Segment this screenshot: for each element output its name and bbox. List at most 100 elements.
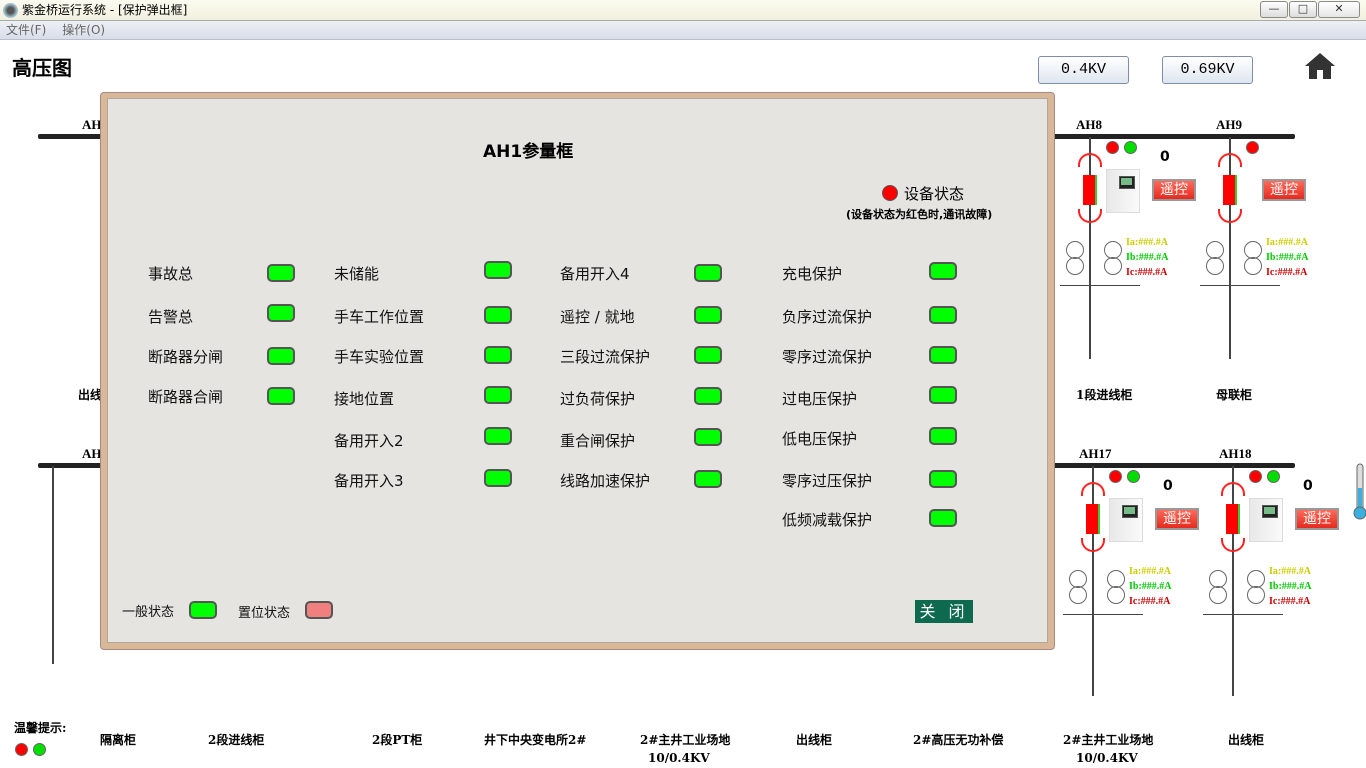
voltage-0-69kv-button[interactable]: 0.69KV	[1162, 56, 1253, 84]
current-ic: Ic:###.#A	[1266, 267, 1308, 278]
signal-label: 手车实验位置	[334, 348, 425, 366]
menu-file[interactable]: 文件(F)	[6, 23, 47, 37]
signal-label: 手车工作位置	[334, 308, 425, 326]
branch-line	[1200, 285, 1280, 286]
menu-bar: 文件(F) 操作(O)	[0, 21, 1366, 40]
protection-popup: AH1参量框 设备状态 (设备状态为红色时,通讯故障) 事故总告警总断路器分闸断…	[100, 92, 1055, 650]
breaker-arc	[1218, 209, 1242, 223]
cabinet-count: 0	[1163, 478, 1173, 494]
signal-label: 备用开入3	[334, 472, 404, 490]
signal-label: 未储能	[334, 265, 380, 283]
current-transformer-icon	[1247, 586, 1265, 604]
signal-label: 备用开入2	[334, 432, 404, 450]
breaker-arc	[1081, 482, 1105, 496]
close-window-button[interactable]: ✕	[1318, 1, 1360, 18]
tip-label: 温馨提示:	[14, 721, 67, 735]
popup-title: AH1参量框	[483, 142, 574, 162]
relay-device-icon	[1249, 498, 1283, 542]
current-ia: Ia:###.#A	[1129, 566, 1171, 577]
current-ib: Ib:###.#A	[1129, 581, 1172, 592]
page-title: 高压图	[12, 56, 72, 80]
current-ia: Ia:###.#A	[1266, 237, 1308, 248]
signal-label: 告警总	[148, 308, 194, 326]
current-transformer-icon	[1069, 586, 1087, 604]
maximize-button[interactable]: □	[1289, 1, 1317, 18]
current-ia: Ia:###.#A	[1269, 566, 1311, 577]
branch-line	[1060, 285, 1140, 286]
signal-indicator	[484, 261, 512, 279]
signal-label: 零序过压保护	[782, 472, 873, 490]
feeder-line	[1229, 137, 1231, 359]
signal-label: 遥控 / 就地	[560, 308, 635, 326]
cabinet-name: 2#主井工业场地	[640, 733, 731, 747]
current-ib: Ib:###.#A	[1266, 252, 1309, 263]
cabinet-name: 母联柜	[1216, 388, 1253, 402]
tip-red-dot	[15, 743, 28, 756]
breaker-arc	[1221, 482, 1245, 496]
feeder-line	[52, 466, 54, 664]
signal-indicator	[694, 428, 722, 446]
remote-control-button[interactable]: 遥控	[1295, 508, 1339, 530]
legend-set-indicator	[305, 601, 333, 619]
signal-label: 负序过流保护	[782, 308, 873, 326]
signal-indicator	[929, 509, 957, 527]
signal-indicator	[694, 306, 722, 324]
status-dot	[1106, 141, 1119, 154]
remote-control-button[interactable]: 遥控	[1262, 179, 1306, 201]
signal-label: 备用开入4	[560, 265, 630, 283]
relay-device-icon	[1109, 498, 1143, 542]
signal-indicator	[267, 347, 295, 365]
cabinet-count: 0	[1303, 478, 1313, 494]
current-transformer-icon	[1244, 257, 1262, 275]
signal-indicator	[484, 386, 512, 404]
cabinet-name: 井下中央变电所2#	[484, 733, 587, 747]
cabinet-sublabel: 10/0.4KV	[1076, 751, 1138, 765]
breaker-arc	[1081, 538, 1105, 552]
breaker-arc	[1218, 153, 1242, 167]
menu-operate[interactable]: 操作(O)	[62, 23, 106, 37]
current-ic: Ic:###.#A	[1126, 267, 1168, 278]
breaker-arc	[1221, 538, 1245, 552]
signal-label: 事故总	[148, 265, 194, 283]
voltage-0-4kv-button[interactable]: 0.4KV	[1038, 56, 1129, 84]
cabinet-id: AH8	[1076, 117, 1102, 132]
signal-indicator	[484, 306, 512, 324]
signal-label: 充电保护	[782, 265, 843, 283]
remote-control-button[interactable]: 遥控	[1152, 179, 1196, 201]
signal-indicator	[929, 262, 957, 280]
signal-label: 低频减载保护	[782, 511, 873, 529]
current-ia: Ia:###.#A	[1126, 237, 1168, 248]
title-bar: 紫金桥运行系统 - [保护弹出框] — □ ✕	[0, 0, 1366, 21]
app-icon	[3, 3, 18, 18]
feeder-line	[1092, 466, 1094, 696]
breaker-arc	[1078, 153, 1102, 167]
legend-normal-indicator	[189, 601, 217, 619]
remote-control-button[interactable]: 遥控	[1155, 508, 1199, 530]
signal-indicator	[484, 346, 512, 364]
signal-label: 过负荷保护	[560, 390, 636, 408]
cabinet-name: 2段PT柜	[372, 733, 423, 747]
popup-body: AH1参量框 设备状态 (设备状态为红色时,通讯故障) 事故总告警总断路器分闸断…	[107, 98, 1048, 643]
cabinet-label: AH	[82, 117, 102, 132]
status-dot	[1249, 470, 1262, 483]
feeder-line	[1232, 466, 1234, 696]
current-ib: Ib:###.#A	[1269, 581, 1312, 592]
signal-indicator	[484, 427, 512, 445]
current-transformer-icon	[1107, 586, 1125, 604]
cabinet-name: 出线柜	[796, 733, 833, 747]
signal-indicator	[929, 427, 957, 445]
status-dot	[1267, 470, 1280, 483]
thermometer-icon	[1353, 463, 1366, 520]
legend-normal-label: 一般状态	[122, 605, 175, 620]
cabinet-name: 出线柜	[1228, 733, 1265, 747]
minimize-button[interactable]: —	[1260, 1, 1288, 18]
branch-line	[1203, 614, 1283, 615]
cabinet-name: 隔离柜	[100, 733, 137, 747]
current-ib: Ib:###.#A	[1126, 252, 1169, 263]
current-transformer-icon	[1104, 257, 1122, 275]
home-icon[interactable]	[1303, 51, 1337, 81]
close-popup-button[interactable]: 关 闭	[915, 600, 973, 623]
cabinet-name: 2段进线柜	[208, 733, 265, 747]
signal-indicator	[694, 387, 722, 405]
cabinet-label: AH	[82, 446, 102, 461]
